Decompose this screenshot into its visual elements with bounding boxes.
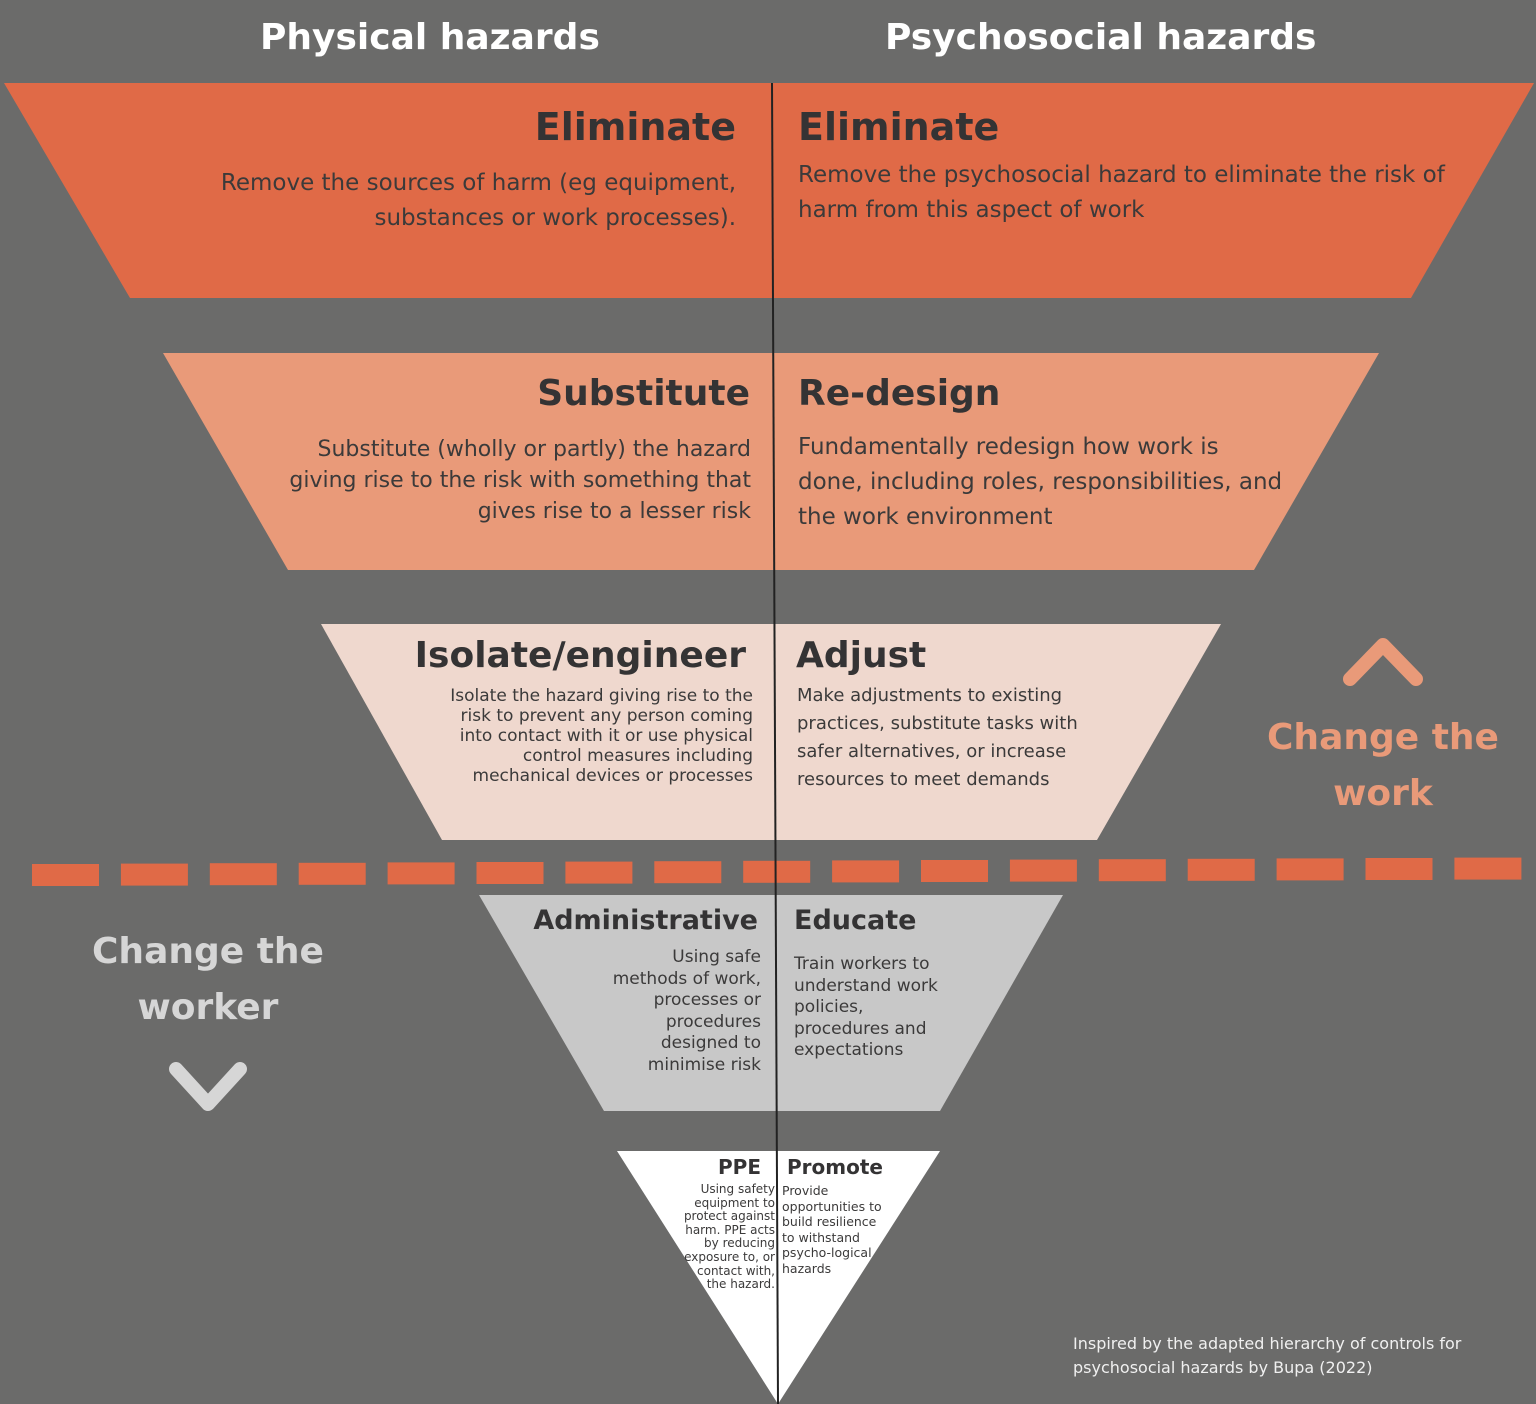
- divider-dash: [120, 863, 188, 886]
- change-the-worker-label: Change the worker: [92, 931, 324, 1028]
- divider-dash: [1187, 858, 1255, 881]
- divider-dash: [476, 862, 544, 884]
- isolate-engineer-text: Isolate the hazard giving rise to the ri…: [450, 686, 753, 786]
- divider-dash: [921, 860, 988, 882]
- level-band-substitute: [163, 353, 1379, 570]
- adjust-title: Adjust: [796, 635, 927, 676]
- ppe-title: PPE: [718, 1155, 761, 1179]
- divider-dash: [298, 862, 366, 885]
- divider-dash: [565, 861, 633, 884]
- divider-dash: [387, 862, 455, 885]
- redesign-title: Re-design: [798, 373, 1001, 414]
- educate-text: Train workers to understand work policie…: [794, 954, 938, 1060]
- administrative-text: Using safe methods of work, processes or…: [612, 947, 761, 1075]
- eliminate-psychosocial-title: Eliminate: [798, 105, 1000, 149]
- divider-dash: [654, 861, 722, 884]
- educate-title: Educate: [794, 905, 917, 936]
- center-divider-line: [771, 82, 779, 1404]
- level-band-isolate: [321, 624, 1221, 840]
- promote-title: Promote: [787, 1155, 883, 1179]
- eliminate-psychosocial-text: Remove the psychosocial hazard to elimin…: [798, 162, 1445, 223]
- level-band-administrative: [479, 895, 1063, 1111]
- credit-note: Inspired by the adapted hierarchy of con…: [1073, 1334, 1462, 1377]
- ppe-text: Using safety equipment to protect agains…: [683, 1182, 775, 1292]
- redesign-text: Fundamentally redesign how work is done,…: [798, 434, 1283, 530]
- divider-dash: [1098, 859, 1166, 882]
- change-divider-dashed-line: [32, 857, 1522, 886]
- divider-dash: [743, 860, 811, 883]
- promote-text: Provide opportunities to build resilienc…: [782, 1183, 882, 1276]
- eliminate-physical-text: Remove the sources of harm (eg equipment…: [220, 170, 736, 231]
- divider-dash: [832, 860, 900, 883]
- substitute-text: Substitute (wholly or partly) the hazard…: [289, 437, 751, 524]
- divider-dash: [1365, 858, 1433, 880]
- divider-dash: [1276, 858, 1344, 881]
- adjust-text: Make adjustments to existing practices, …: [797, 685, 1078, 790]
- divider-dash: [32, 864, 99, 886]
- change-the-work-label: Change the work: [1267, 717, 1499, 814]
- isolate-engineer-title: Isolate/engineer: [414, 635, 746, 676]
- physical-hazards-header: Physical hazards: [260, 17, 600, 58]
- level-band-eliminate: [4, 83, 1534, 298]
- divider-dash: [1009, 859, 1077, 882]
- eliminate-physical-title: Eliminate: [534, 105, 736, 149]
- level-band-ppe: [617, 1151, 940, 1404]
- chevron-down-icon: [169, 1062, 247, 1111]
- chevron-up-icon: [1343, 638, 1423, 686]
- divider-dash: [1454, 857, 1522, 880]
- psychosocial-hazards-header: Psychosocial hazards: [885, 17, 1317, 58]
- divider-dash: [209, 863, 277, 886]
- administrative-title: Administrative: [533, 905, 758, 936]
- substitute-title: Substitute: [537, 373, 750, 414]
